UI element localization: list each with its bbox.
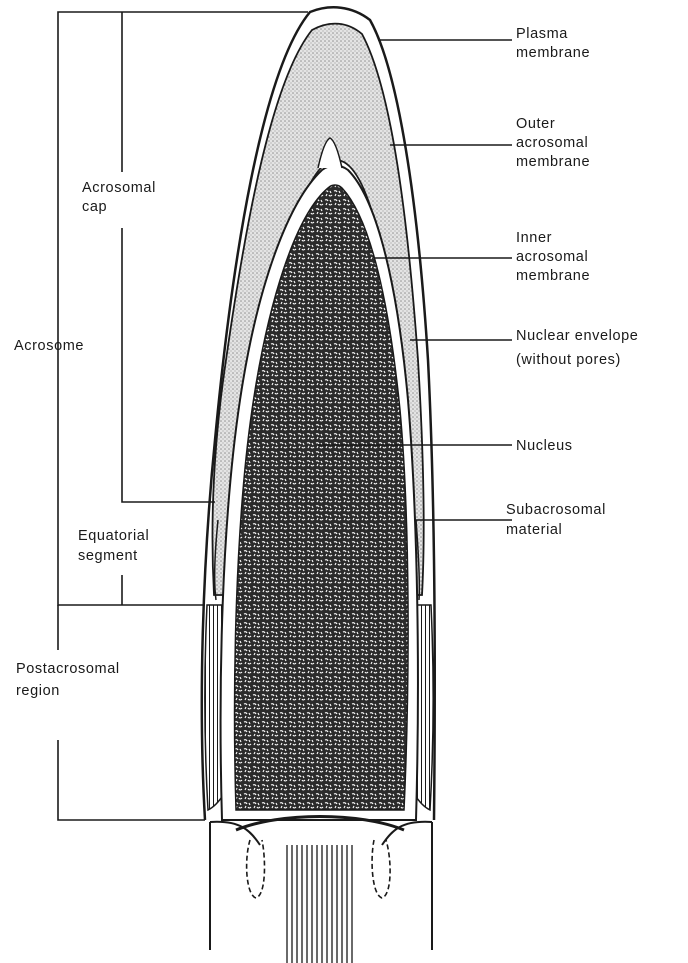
- label-nucleus: Nucleus: [516, 438, 573, 454]
- label-subacrosomal-material: Subacrosomal material: [506, 502, 611, 538]
- redundant-nuclear-envelope-left: [247, 840, 265, 898]
- label-equatorial-segment: Equatorial segment: [78, 528, 154, 564]
- label-inner-acrosomal-membrane: Inner acrosomal membrane: [516, 230, 593, 284]
- postacrosomal-region-bracket: [58, 605, 205, 820]
- acrosomal-cap-bracket: [122, 12, 215, 502]
- label-acrosome: Acrosome: [14, 338, 84, 354]
- redundant-nuclear-envelope-right: [372, 840, 390, 898]
- label-acrosomal-cap: Acrosomal cap: [82, 180, 161, 215]
- label-plasma-membrane: Plasma membrane: [516, 26, 590, 61]
- label-postacrosomal-region: Postacrosomal region: [16, 661, 124, 699]
- label-nuclear-envelope: Nuclear envelope (without pores): [516, 328, 643, 368]
- tail-fibers: [285, 845, 355, 963]
- label-outer-acrosomal-membrane: Outer acrosomal membrane: [516, 116, 593, 170]
